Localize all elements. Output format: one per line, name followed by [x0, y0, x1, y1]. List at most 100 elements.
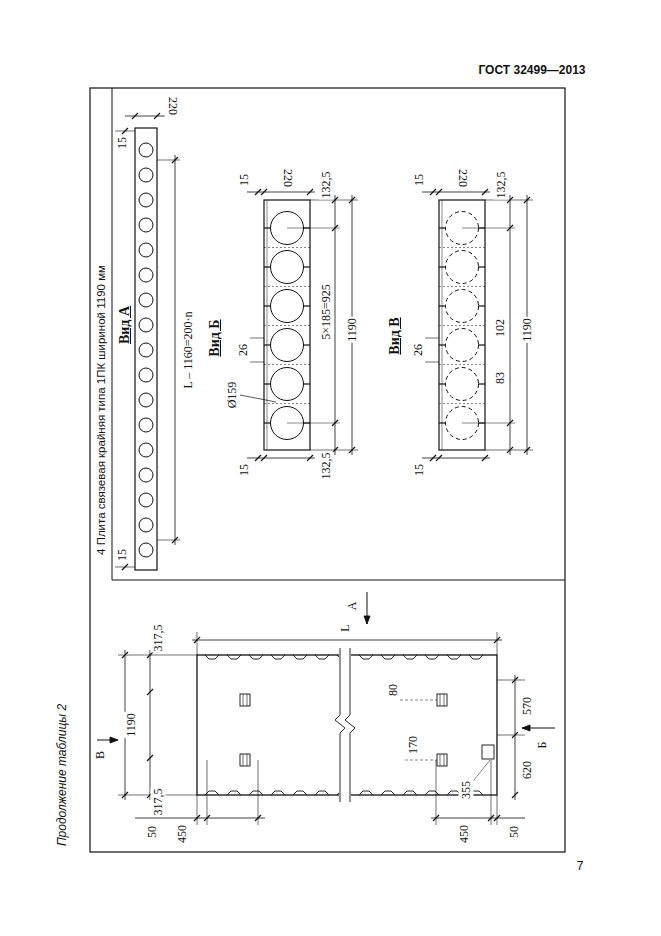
hole-circle [271, 290, 304, 323]
hole-circle [139, 168, 153, 182]
drawing-line [197, 632, 198, 655]
drawing-line [303, 305, 310, 306]
drawing-line [482, 189, 488, 195]
drawing-line [439, 325, 485, 326]
header-text: ГОСТ 32499—2013 [477, 63, 586, 77]
drawing-line [207, 760, 208, 825]
drawing-line [494, 815, 500, 821]
drawing-line [442, 200, 443, 450]
dimension-label: 15 [115, 548, 130, 562]
edge-polyline [293, 655, 307, 659]
dimension-label: 80 [386, 683, 401, 697]
view-label: Вид А [117, 305, 133, 345]
drawing-line [154, 113, 160, 119]
dimension-label: 26 [411, 343, 426, 357]
hole-circle [139, 393, 153, 407]
drawing-line [478, 266, 485, 267]
drawing-line [439, 403, 485, 404]
edge-polyline [359, 655, 373, 659]
edge-polyline [227, 655, 241, 659]
drawing-line [255, 815, 261, 821]
dimension-label: L [338, 623, 353, 632]
drawing-line [462, 228, 515, 229]
outline-rect [135, 128, 157, 570]
hole-circle [139, 143, 153, 157]
drawing-line [436, 760, 437, 825]
hole-circle [446, 329, 479, 362]
drawing-line [147, 755, 153, 761]
drawing-line [264, 286, 310, 287]
drawing-line [515, 675, 516, 800]
drawing-line [258, 760, 259, 825]
edge-polyline [293, 791, 307, 795]
drawing-line [425, 362, 439, 363]
outline-rect [240, 754, 250, 766]
dimension-label: 1190 [520, 317, 535, 343]
drawing-line [122, 128, 128, 134]
drawing-line [440, 694, 441, 706]
drawing-line [287, 228, 340, 229]
edge-polyline [425, 791, 439, 795]
hole-circle [139, 468, 153, 482]
drawing-line [439, 286, 485, 287]
edge-polyline [447, 655, 461, 659]
edge-polyline [249, 655, 263, 659]
hole-circle [271, 251, 304, 284]
hole-circle [139, 243, 153, 257]
edge-polyline [271, 791, 285, 795]
hole-circle [139, 218, 153, 232]
drawing-line [439, 247, 485, 248]
dimension-label: 15 [412, 463, 427, 477]
dimension-label: А [345, 601, 360, 612]
hole-circle [139, 318, 153, 332]
drawing-line [497, 795, 498, 825]
drawing-line [491, 760, 492, 825]
edge-polyline [335, 648, 345, 802]
dimension-label: 132,5 [319, 452, 334, 481]
drawing-line [264, 305, 271, 306]
drawing-line [135, 818, 265, 819]
drawing-line [303, 383, 310, 384]
dimension-label: 317,5 [151, 788, 166, 817]
dimension-label: Продолжение таблицы 2 [55, 703, 69, 847]
edge-polyline [469, 655, 483, 659]
drawing-line [264, 325, 310, 326]
drawing-line [118, 655, 197, 656]
drawing-line [147, 652, 153, 658]
drawing-line [243, 754, 244, 766]
drawing-line [250, 338, 264, 339]
outline-rect [90, 88, 565, 852]
dimension-label: 620 [520, 760, 535, 780]
drawing-line [147, 689, 153, 695]
drawing-line [431, 818, 525, 819]
drawing-line [243, 694, 244, 706]
drawing-line [264, 383, 271, 384]
view-label: Вид В [387, 316, 403, 355]
dimension-label: 450 [457, 824, 472, 844]
drawing-line [439, 383, 446, 384]
edge-polyline [381, 655, 395, 659]
drawing-line [497, 632, 498, 655]
dimension-label: 7 [576, 859, 585, 873]
drawing-line [430, 189, 436, 195]
dimension-label: 132,5 [494, 171, 509, 200]
dimension-label: 220 [455, 168, 470, 188]
drawing-line [264, 344, 271, 345]
dimension-label: 83 [493, 371, 508, 385]
drawing-line [287, 423, 340, 424]
dimension-label: 355 [459, 780, 474, 800]
drawing-line [512, 677, 518, 683]
hole-circle [139, 193, 153, 207]
drawing-line [349, 447, 355, 453]
edge-polyline [403, 791, 417, 795]
drawing-line [303, 266, 310, 267]
edge-polyline [381, 791, 395, 795]
outline-rect [437, 694, 447, 706]
drawing-line [478, 305, 485, 306]
drawing-line [264, 227, 271, 228]
dimension-label: 570 [520, 696, 535, 716]
edge-polyline [227, 791, 241, 795]
drawing-line [430, 455, 436, 461]
dimension-label: 26 [236, 343, 251, 357]
view-label: Вид Б [207, 318, 223, 357]
